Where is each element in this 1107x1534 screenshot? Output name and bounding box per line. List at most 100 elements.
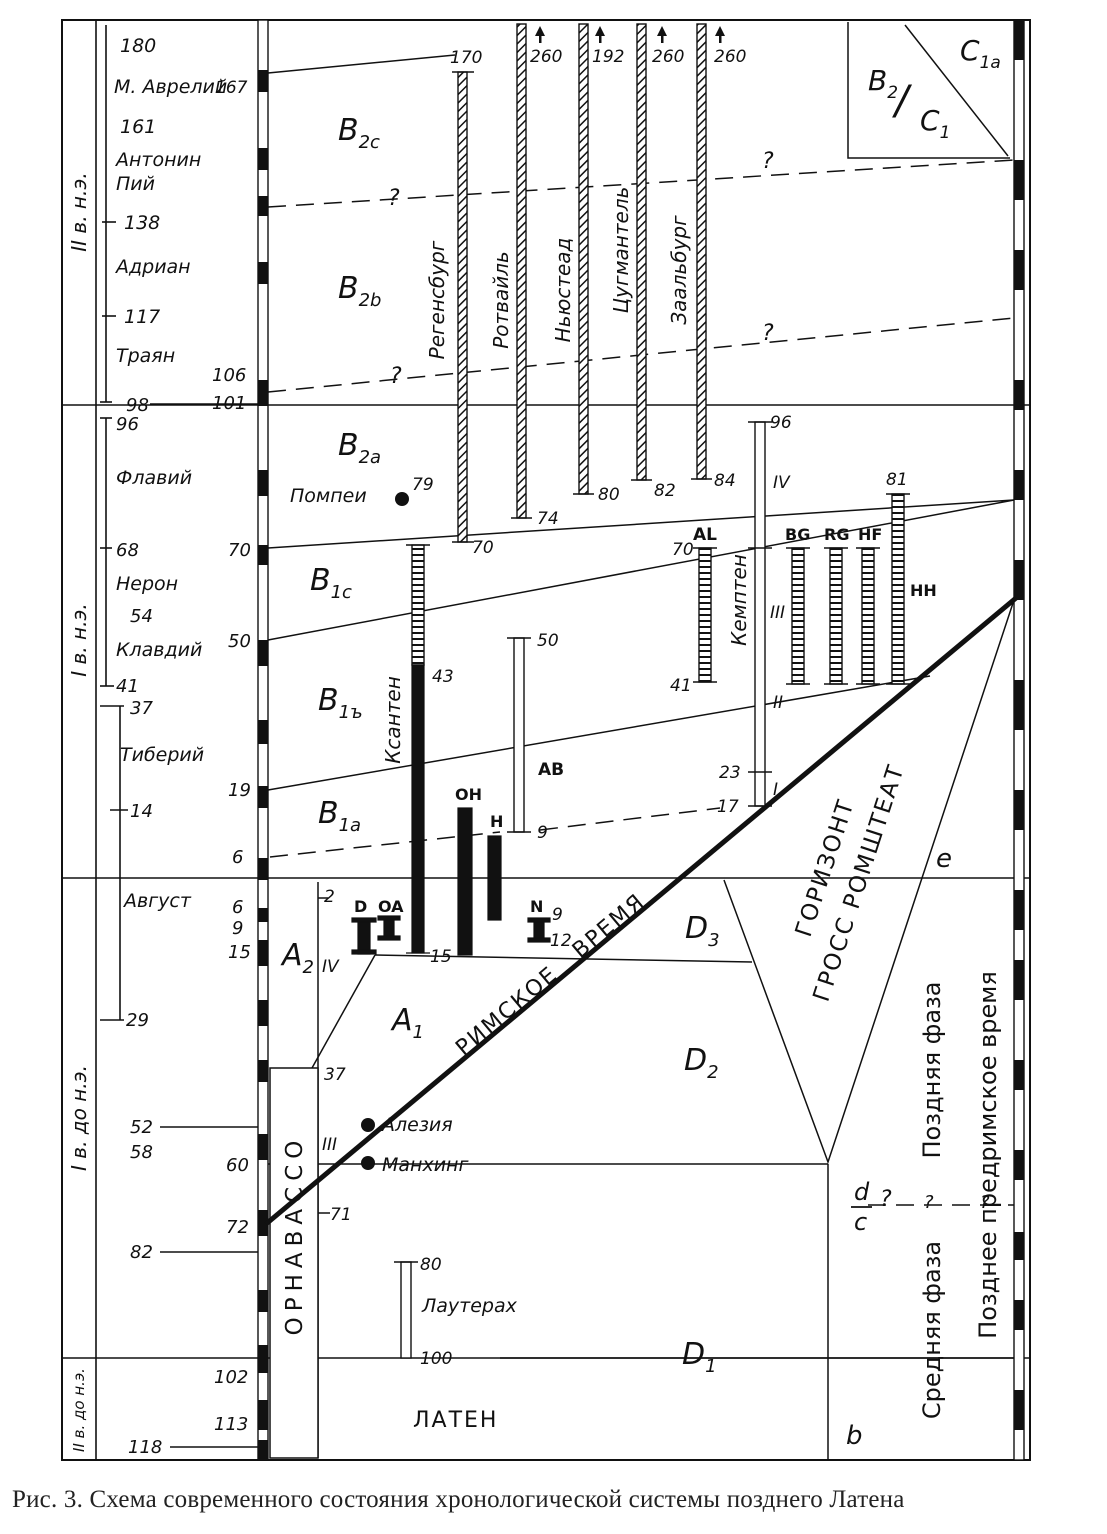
year-117: 117 bbox=[124, 306, 160, 328]
chronology-diagram: II в. н.э. I в. н.э. I в. до н.э. II в. … bbox=[61, 19, 1031, 1461]
ornavasso-III: III bbox=[322, 1135, 337, 1155]
lbl-AB: AB bbox=[538, 760, 564, 780]
century-2bc: II в. до н.э. bbox=[70, 1368, 88, 1452]
kempten-17: 17 bbox=[717, 797, 739, 817]
year-98: 98 bbox=[126, 395, 149, 416]
hh-81: 81 bbox=[886, 470, 908, 490]
pompeii-79: 79 bbox=[412, 475, 434, 495]
middle-phase-label: Средняя фаза bbox=[918, 1241, 946, 1419]
year-54: 54 bbox=[130, 606, 153, 627]
lauterach-100: 100 bbox=[420, 1349, 452, 1369]
year-118: 118 bbox=[128, 1437, 162, 1458]
century-1bc: I в. до н.э. bbox=[67, 1065, 91, 1171]
site-rotweil: Ротвайль bbox=[489, 251, 513, 349]
year-41: 41 bbox=[116, 676, 139, 697]
site-laten: ЛАТЕН bbox=[413, 1408, 498, 1433]
year-14: 14 bbox=[130, 801, 153, 822]
ornavasso-IV: IV bbox=[322, 957, 340, 977]
bar-hf bbox=[861, 547, 875, 685]
roman-time-line bbox=[264, 596, 1018, 1226]
late-phase-label: Поздняя фаза bbox=[918, 982, 946, 1159]
lbl-OA: OA bbox=[378, 897, 404, 916]
year-58: 58 bbox=[130, 1142, 153, 1163]
scale-6: 6 bbox=[232, 847, 243, 868]
lbl-HF: HF bbox=[858, 525, 882, 544]
roman-time-label: РИМСКОЕ ВРЕМЯ bbox=[451, 889, 650, 1061]
ladder-bars bbox=[406, 493, 910, 685]
question-2: ? bbox=[762, 149, 774, 174]
ab-50: 50 bbox=[537, 631, 559, 651]
emperor-antoninus: Антонин bbox=[114, 149, 201, 171]
ornavasso-71: 71 bbox=[330, 1205, 352, 1225]
open-bars bbox=[394, 421, 772, 1359]
phase-C1a: C1a bbox=[960, 34, 1001, 73]
year-161: 161 bbox=[120, 116, 156, 138]
emperor-trajan: Траян bbox=[116, 345, 175, 367]
emperor-reign-lines bbox=[100, 25, 260, 1448]
scale-numbers: 167 106 101 70 50 19 6 6 9 15 60 72 102 … bbox=[212, 78, 251, 1435]
emperor-hadrian: Адриан bbox=[114, 256, 191, 278]
xanten-15: 15 bbox=[430, 947, 452, 967]
lbl-80: 80 bbox=[598, 485, 620, 505]
figure-caption: Рис. 3. Схема современного состояния хро… bbox=[12, 1486, 905, 1513]
bar-number-labels: 170 260 192 260 260 70 74 80 82 84 96 IV… bbox=[322, 47, 937, 1369]
emperor-labels: 180 М. Аврелий 161 Антонин Пий 138 Адриа… bbox=[114, 35, 227, 1458]
phase-A2: A2 bbox=[280, 938, 314, 978]
lbl-AL: AL bbox=[693, 525, 717, 545]
alesia-dot bbox=[361, 1118, 375, 1132]
bar-regensburg bbox=[457, 71, 468, 543]
phase-B1c: B1c bbox=[310, 563, 352, 603]
al-70: 70 bbox=[672, 540, 694, 560]
year-37: 37 bbox=[130, 698, 153, 719]
year-29: 29 bbox=[126, 1010, 149, 1031]
lbl-82: 82 bbox=[654, 481, 676, 501]
bar-saalburg bbox=[696, 23, 707, 480]
bar-hh bbox=[891, 493, 905, 685]
lbl-RG: RG bbox=[824, 525, 849, 544]
scale-72: 72 bbox=[226, 1217, 249, 1238]
scale-19: 19 bbox=[228, 780, 251, 801]
letter-c: c bbox=[854, 1208, 867, 1236]
phase-B2a: B2a bbox=[338, 428, 381, 468]
phase-D3: D3 bbox=[685, 911, 720, 951]
lbl-OH: OH bbox=[455, 785, 482, 804]
n-12: 12 bbox=[550, 931, 572, 951]
lbl-H: H bbox=[490, 812, 503, 831]
site-zugmantel: Цугмантель bbox=[609, 187, 633, 314]
year-96: 96 bbox=[116, 414, 139, 435]
letter-e: e bbox=[936, 844, 952, 874]
phase-B1b: B1ъ bbox=[318, 683, 363, 723]
bar-bg bbox=[791, 547, 805, 685]
emperor-marcus-aurelius: М. Аврелий bbox=[114, 76, 227, 98]
site-saalburg: Заальбург bbox=[667, 215, 691, 325]
site-regensburg: Регенсбург bbox=[425, 240, 449, 359]
solid-bars bbox=[351, 664, 551, 956]
question-3: ? bbox=[390, 364, 402, 389]
phase-D1: D1 bbox=[682, 1337, 717, 1377]
scale-15: 15 bbox=[228, 942, 251, 963]
late-preroman-label: Позднее предримское время bbox=[974, 971, 1002, 1339]
scale-60: 60 bbox=[226, 1155, 249, 1176]
lbl-N: N bbox=[530, 897, 543, 916]
emperor-flavii: Флавий bbox=[116, 467, 192, 489]
bar-al bbox=[698, 547, 712, 683]
lauterach-80: 80 bbox=[420, 1255, 442, 1275]
question-1: ? bbox=[388, 186, 400, 211]
emperor-nero: Нерон bbox=[116, 573, 178, 595]
emperor-pius: Пий bbox=[116, 173, 155, 195]
xanten-43: 43 bbox=[432, 667, 454, 687]
ab-9: 9 bbox=[537, 823, 548, 843]
phase-slash: / bbox=[892, 78, 913, 124]
year-52: 52 bbox=[130, 1117, 153, 1138]
scale-167: 167 bbox=[215, 78, 248, 98]
bar-xanten-lower bbox=[411, 664, 425, 954]
phase-B1a: B1a bbox=[318, 796, 361, 836]
lbl-260c: 260 bbox=[652, 47, 684, 67]
emperor-claudius: Клавдий bbox=[116, 639, 202, 661]
lbl-170: 170 bbox=[450, 48, 482, 68]
site-manching: Манхинг bbox=[382, 1154, 469, 1176]
scale-6b: 6 bbox=[232, 897, 243, 918]
lbl-74: 74 bbox=[537, 509, 559, 529]
right-scale-bar bbox=[1013, 19, 1025, 1461]
bar-ab bbox=[513, 637, 525, 833]
